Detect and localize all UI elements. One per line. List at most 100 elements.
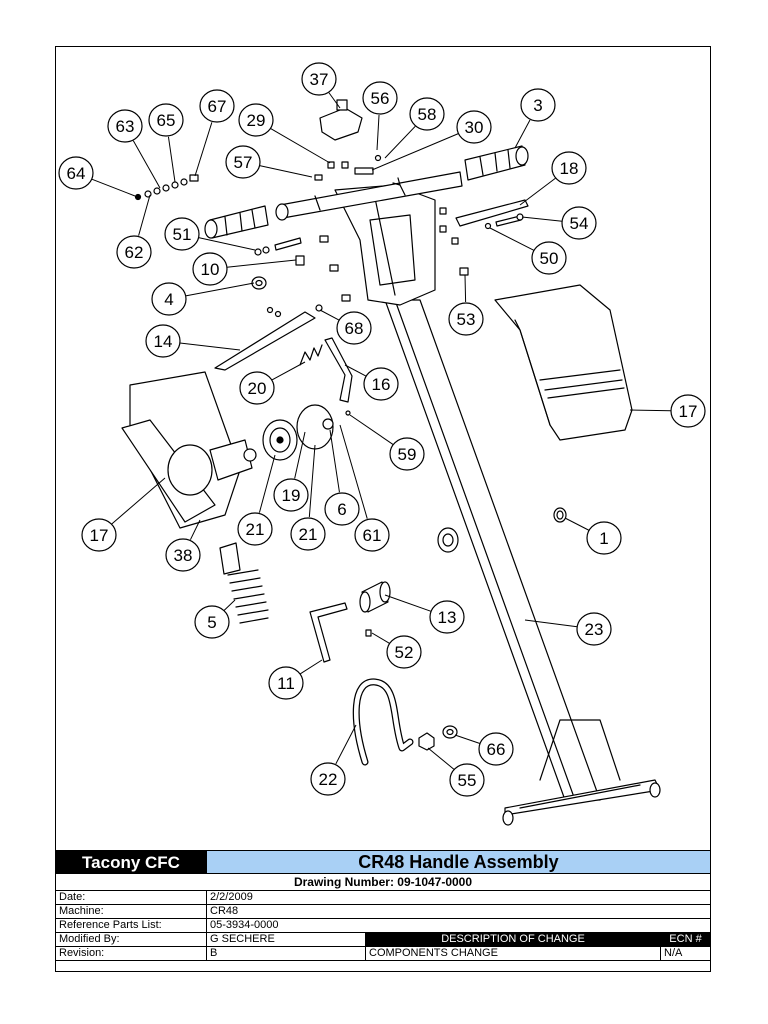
callout-circle-55 xyxy=(449,763,485,797)
callout-66: 66 xyxy=(478,732,514,766)
callout-label-37: 37 xyxy=(310,70,329,89)
callout-circle-37 xyxy=(301,62,337,96)
callout-circle-58 xyxy=(409,97,445,131)
callout-leader-57 xyxy=(259,165,313,178)
callout-leader-64 xyxy=(91,178,136,197)
callout-label-5: 5 xyxy=(207,613,216,632)
callout-leader-52 xyxy=(371,632,390,644)
callout-leader-37 xyxy=(328,92,341,109)
callout-leader-63 xyxy=(132,140,161,189)
callout-21b: 21 xyxy=(290,517,326,551)
callout-leader-65 xyxy=(167,136,176,183)
callout-circle-1 xyxy=(586,521,622,555)
description-header: DESCRIPTION OF CHANGE xyxy=(366,933,661,947)
callout-23: 23 xyxy=(576,612,612,646)
callout-leader-21b xyxy=(308,444,316,518)
callout-leader-19 xyxy=(294,431,306,479)
callout-22: 22 xyxy=(310,762,346,796)
callout-62: 62 xyxy=(116,235,152,269)
callout-leader-11 xyxy=(300,659,323,675)
callout-55: 55 xyxy=(449,763,485,797)
callout-59: 59 xyxy=(389,437,425,471)
callout-label-16: 16 xyxy=(372,375,391,394)
callout-circle-63 xyxy=(107,109,143,143)
callout-leader-20 xyxy=(271,361,306,381)
callout-17b: 17 xyxy=(81,518,117,552)
callout-leader-54 xyxy=(521,216,563,222)
callout-61: 61 xyxy=(354,518,390,552)
callout-leader-53 xyxy=(464,274,467,303)
ecn-header: ECN # xyxy=(661,933,711,947)
callout-label-58: 58 xyxy=(418,105,437,124)
callout-circle-13 xyxy=(429,600,465,634)
callout-leader-58 xyxy=(384,125,416,159)
callout-label-57: 57 xyxy=(234,153,253,172)
callout-circle-67 xyxy=(199,89,235,123)
callout-label-62: 62 xyxy=(125,243,144,262)
callout-circle-4 xyxy=(151,282,187,316)
callout-circle-53 xyxy=(448,302,484,336)
callout-circle-16 xyxy=(363,367,399,401)
callout-50: 50 xyxy=(531,241,567,275)
callout-13: 13 xyxy=(429,600,465,634)
callout-label-52: 52 xyxy=(395,643,414,662)
callout-56: 56 xyxy=(362,81,398,115)
callout-label-11: 11 xyxy=(277,674,295,693)
callout-3: 3 xyxy=(520,88,556,122)
callout-64: 64 xyxy=(58,156,94,190)
callout-label-22: 22 xyxy=(319,770,338,789)
callout-54: 54 xyxy=(561,206,597,240)
callout-circle-6 xyxy=(324,492,360,526)
modified-by-value: G SECHERE xyxy=(207,933,366,947)
callout-circle-64 xyxy=(58,156,94,190)
callout-circle-52 xyxy=(386,635,422,669)
callout-leader-51 xyxy=(198,237,256,251)
callout-label-66: 66 xyxy=(487,740,506,759)
callout-leader-14 xyxy=(179,342,241,351)
callout-leader-22 xyxy=(335,724,357,765)
callout-leader-5 xyxy=(223,599,236,611)
callout-label-54: 54 xyxy=(570,214,589,233)
callout-63: 63 xyxy=(107,109,143,143)
callout-leader-62 xyxy=(138,194,151,236)
callout-leader-66 xyxy=(454,734,481,744)
callout-leader-6 xyxy=(329,429,340,493)
callout-circle-11 xyxy=(268,666,304,700)
callout-17a: 17 xyxy=(670,394,706,428)
callout-4: 4 xyxy=(151,282,187,316)
ecn-value: N/A xyxy=(661,947,711,961)
callout-leader-17a xyxy=(629,409,672,412)
callout-leader-10 xyxy=(226,259,297,268)
callout-circle-3 xyxy=(520,88,556,122)
callout-leader-30 xyxy=(371,133,459,171)
callout-10: 10 xyxy=(192,252,228,286)
callout-circle-68 xyxy=(336,311,372,345)
callout-1: 1 xyxy=(586,521,622,555)
callout-leader-61 xyxy=(339,424,368,519)
callout-57: 57 xyxy=(225,145,261,179)
callout-label-19: 19 xyxy=(282,486,301,505)
callout-21a: 21 xyxy=(237,512,273,546)
callout-label-59: 59 xyxy=(398,445,417,464)
callout-leader-18 xyxy=(519,177,556,206)
callout-label-51: 51 xyxy=(173,225,192,244)
callout-67: 67 xyxy=(199,89,235,123)
callout-leader-50 xyxy=(489,227,535,251)
callout-label-14: 14 xyxy=(154,332,173,351)
date-value: 2/2/2009 xyxy=(207,891,711,905)
callout-label-18: 18 xyxy=(560,159,579,178)
callout-leader-4 xyxy=(185,282,255,297)
callout-label-17a: 17 xyxy=(679,402,698,421)
callout-circle-38 xyxy=(165,538,201,572)
callout-label-13: 13 xyxy=(438,608,457,627)
callout-label-30: 30 xyxy=(465,118,484,137)
callout-label-3: 3 xyxy=(533,96,542,115)
callout-label-50: 50 xyxy=(540,249,559,268)
date-label: Date: xyxy=(56,891,207,905)
callout-circle-61 xyxy=(354,518,390,552)
callout-leader-68 xyxy=(319,309,340,321)
callout-29: 29 xyxy=(238,103,274,137)
callout-circle-20 xyxy=(239,371,275,405)
callout-leader-56 xyxy=(376,114,380,151)
